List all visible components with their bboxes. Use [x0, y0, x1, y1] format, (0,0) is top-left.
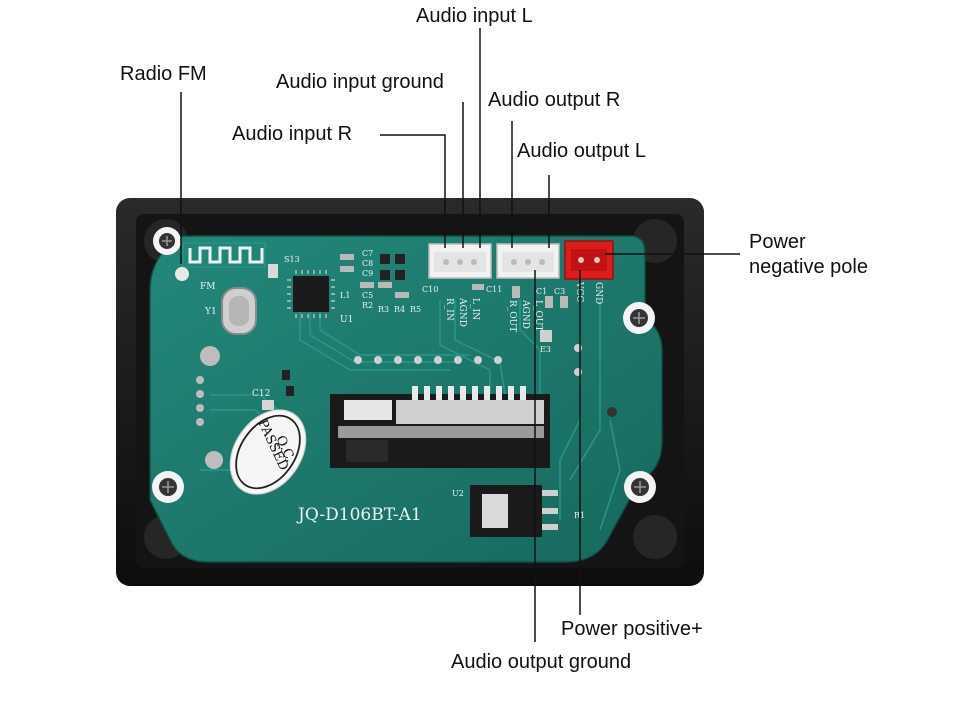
connector-audio-output: [496, 243, 560, 279]
label-audio-output-ground: Audio output ground: [451, 651, 632, 673]
leader-audio-input-r: [380, 134, 446, 248]
mark-r5: R5: [410, 305, 421, 314]
mark-c8: C8: [362, 259, 373, 268]
pin-label: R_IN: [444, 298, 454, 321]
label-power-positive: Power positive+: [561, 618, 703, 640]
pin-label: R_OUT: [507, 300, 517, 332]
mark-r4: R4: [394, 305, 405, 314]
mark-l1: L1: [340, 291, 350, 300]
pcb-traces: [200, 300, 621, 531]
pin-label: L_IN: [470, 298, 480, 320]
mark-c9: C9: [362, 269, 373, 278]
label-power-negative-line1: Power: [749, 231, 806, 253]
fm-mark: FM: [200, 282, 215, 292]
screw-bottom-right: [624, 471, 656, 503]
passive-components: [268, 254, 568, 342]
board-model-text: JQ-D106BT-A1: [296, 505, 422, 525]
bluetooth-antenna: [188, 246, 264, 264]
screw-top-left: [153, 227, 181, 255]
pin-label: GND: [593, 282, 603, 304]
bluetooth-chip: [293, 276, 329, 312]
antenna-pad: [182, 242, 266, 268]
pin-label: AGND: [457, 297, 467, 327]
mark-c5: C5: [362, 291, 373, 300]
crystal-y1-inner: [229, 296, 249, 326]
mark-c7: C7: [362, 249, 373, 258]
mark-s13: S13: [284, 255, 300, 264]
connector-audio-input: [428, 243, 492, 279]
pin-label: VCC: [574, 281, 584, 302]
screw-bottom-left: [152, 471, 184, 503]
mark-c11: C11: [486, 285, 502, 294]
sd-card-slot: [330, 394, 550, 468]
label-audio-input-l: Audio input L: [416, 5, 533, 27]
mark-r3: R3: [378, 305, 389, 314]
pin-label: L_OUT: [533, 300, 543, 331]
label-audio-output-l: Audio output L: [517, 140, 646, 162]
mark-u2: U2: [452, 489, 464, 498]
leader-lines: [180, 28, 740, 642]
frame-boss: [633, 515, 677, 559]
mark-y1: Y1: [204, 307, 217, 317]
mark-e3: E3: [540, 345, 551, 354]
connector-power: [564, 240, 614, 280]
label-power-negative-line2: negative pole: [749, 256, 868, 278]
label-audio-input-ground: Audio input ground: [276, 71, 444, 93]
label-audio-input-r: Audio input R: [232, 123, 353, 145]
label-power-negative-pole: Power negative pole: [749, 230, 919, 280]
mark-c12: C12: [252, 389, 270, 399]
chip-pins: [287, 270, 335, 318]
left-pads: [196, 346, 617, 469]
mark-r2: R2: [362, 301, 373, 310]
voltage-regulator-u2: [470, 485, 558, 537]
sd-slot-pins: [412, 386, 526, 400]
label-radio-fm: Radio FM: [120, 63, 207, 85]
mark-u1: U1: [340, 315, 353, 325]
screw-right-upper: [623, 302, 655, 334]
pin-label-group: R_IN AGND L_IN R_OUT AGND L_OUT VCC GND: [444, 281, 603, 332]
pin-label: AGND: [520, 299, 530, 329]
mark-c1: C1: [536, 287, 547, 296]
mark-c10: C10: [422, 285, 438, 294]
mark-c3: C3: [554, 287, 565, 296]
label-audio-output-r: Audio output R: [488, 89, 621, 111]
header-pins: [354, 344, 582, 376]
fm-pad: [175, 267, 189, 281]
qc-sticker: Q.C. PASSED: [229, 409, 307, 495]
